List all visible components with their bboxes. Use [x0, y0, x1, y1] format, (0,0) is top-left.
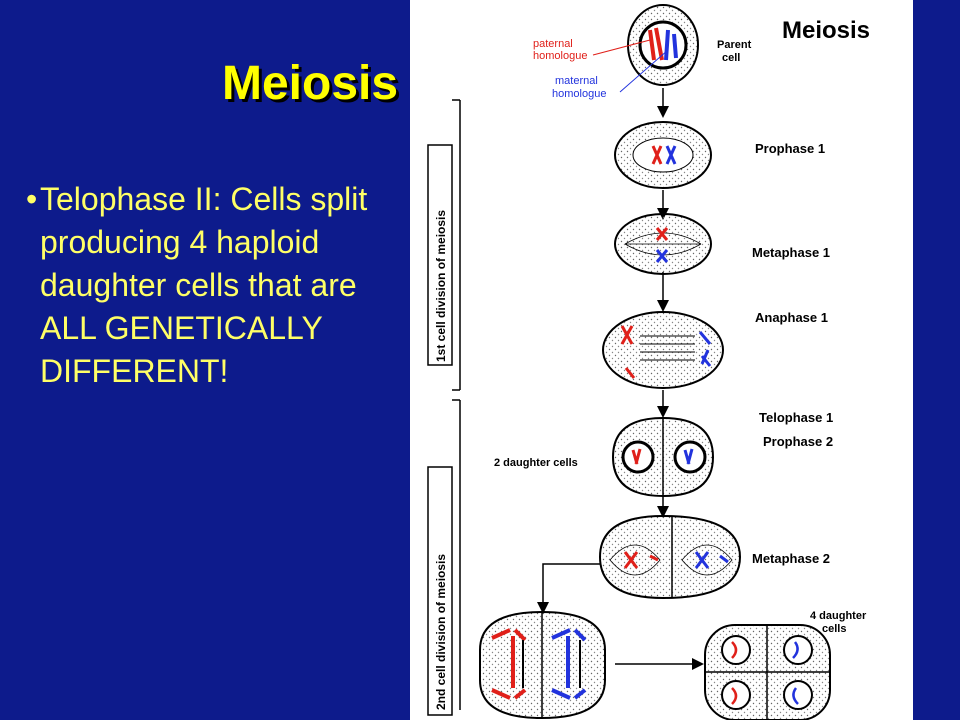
second-division-label: 2nd cell division of meiosis	[434, 554, 448, 710]
four-daughter-cells-label-1: 4 daughter	[810, 610, 867, 622]
bullet-icon: •	[26, 181, 38, 217]
four-daughter-cells	[704, 624, 831, 720]
paternal-label-2: homologue	[533, 50, 587, 62]
parent-cell-label-2: cell	[722, 52, 740, 64]
first-division-label: 1st cell division of meiosis	[434, 210, 448, 362]
paternal-label-1: paternal	[533, 38, 573, 50]
parent-cell	[627, 4, 699, 86]
anaphase-1-cell	[602, 311, 724, 389]
division-brackets: 1st cell division of meiosis 2nd cell di…	[427, 99, 461, 716]
two-daughter-cells-label: 2 daughter cells	[494, 457, 578, 469]
anaphase-1-label: Anaphase 1	[755, 310, 828, 325]
anaphase-2-cells	[479, 610, 606, 720]
stage-arrows	[537, 88, 704, 670]
bullet-item: • Telophase II: Cells split producing 4 …	[26, 178, 408, 393]
meiosis-diagram: Meiosis 1st cell division of meiosis 2nd…	[427, 4, 870, 720]
meiosis-figure: Meiosis 1st cell division of meiosis 2nd…	[410, 0, 913, 720]
bullet-list: • Telophase II: Cells split producing 4 …	[26, 178, 408, 393]
figure-title: Meiosis	[782, 17, 870, 44]
telophase-1-cells	[611, 416, 715, 498]
slide-title: Meiosis	[222, 57, 399, 110]
maternal-label-2: homologue	[552, 88, 606, 100]
telophase-1-label: Telophase 1	[759, 410, 833, 425]
maternal-label-1: maternal	[555, 75, 598, 87]
prophase-2-label: Prophase 2	[763, 434, 833, 449]
bullet-text: Telophase II: Cells split producing 4 ha…	[40, 181, 368, 389]
metaphase-1-label: Metaphase 1	[752, 245, 830, 260]
four-daughter-cells-label-2: cells	[822, 623, 846, 635]
prophase-1-cell	[614, 121, 712, 189]
metaphase-2-label: Metaphase 2	[752, 551, 830, 566]
metaphase-2-cells	[598, 514, 742, 600]
metaphase-1-cell	[614, 213, 712, 275]
parent-cell-label-1: Parent	[717, 39, 752, 51]
prophase-1-label: Prophase 1	[755, 141, 825, 156]
